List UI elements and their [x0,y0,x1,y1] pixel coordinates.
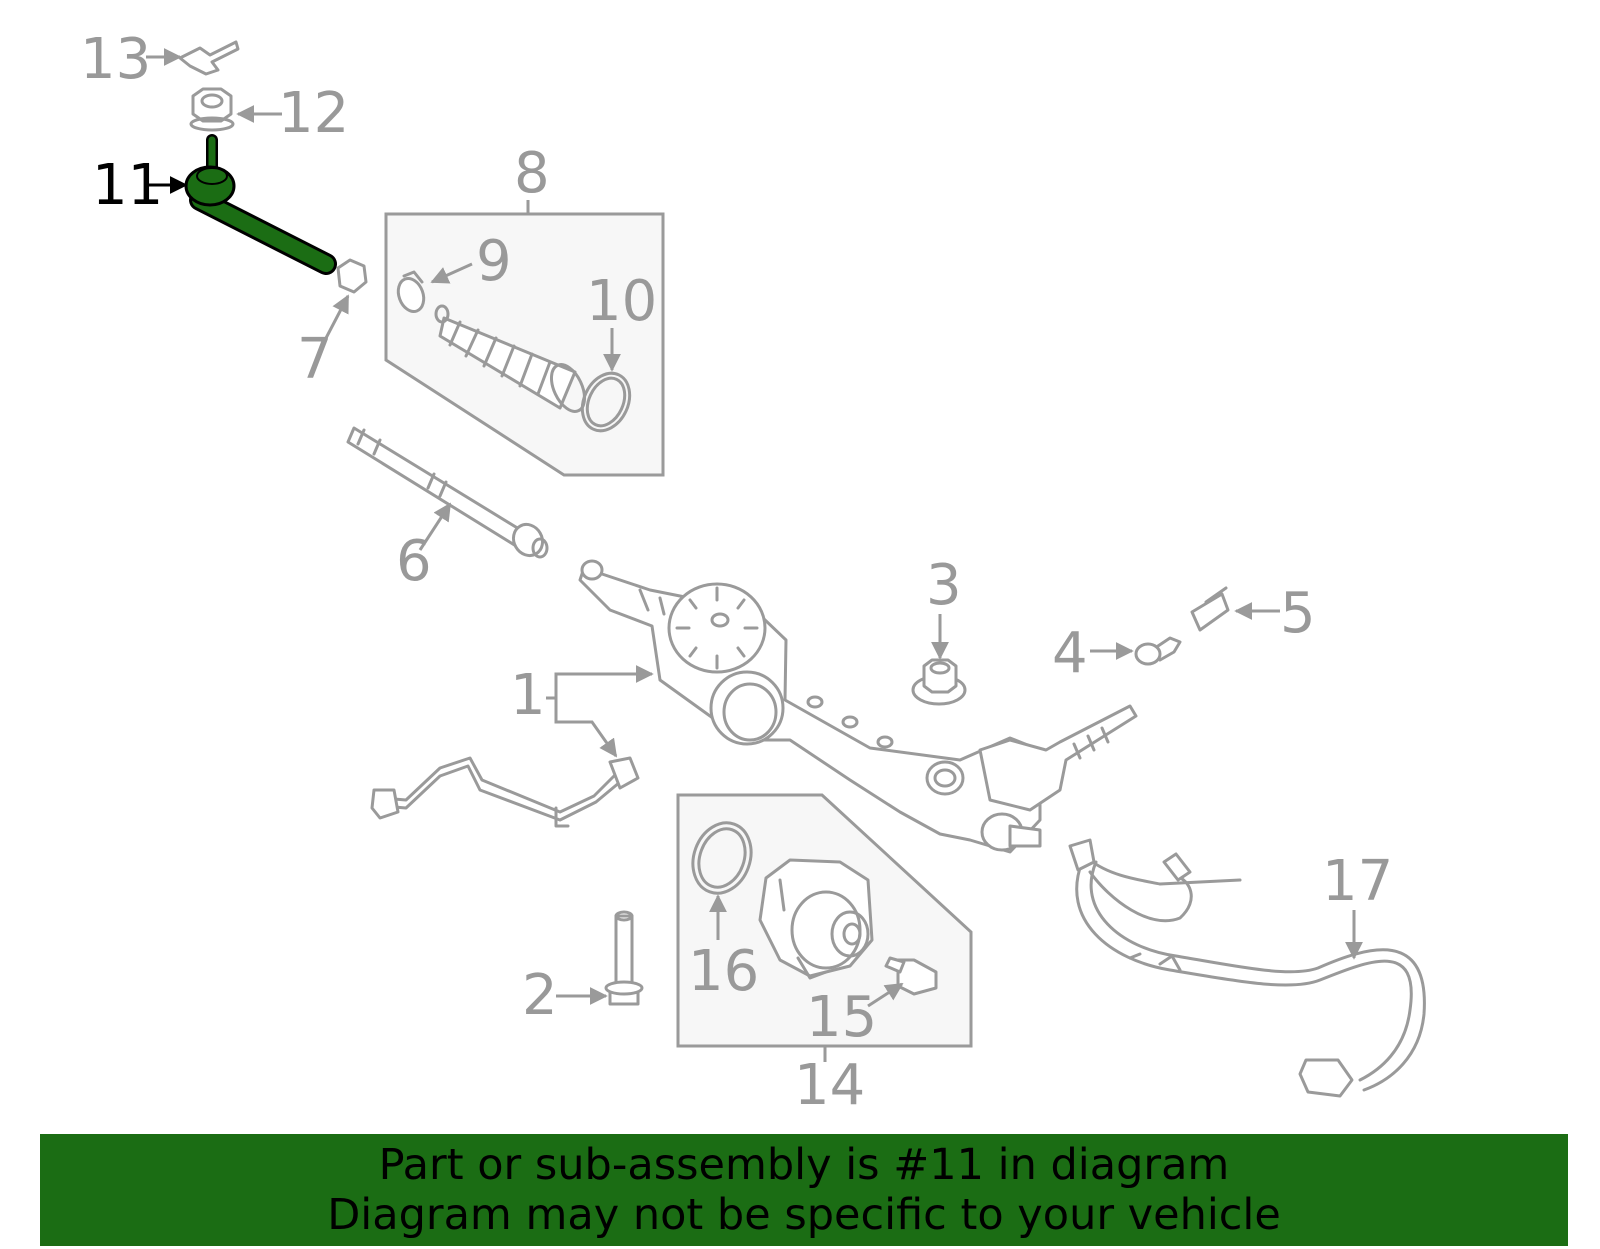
nut-part-12 [189,87,235,132]
bolt-part-2 [604,910,644,1006]
motor-part-14 [758,858,874,980]
cover-part-5 [1190,586,1230,632]
banner-line-2: Diagram may not be specific to your vehi… [327,1190,1281,1240]
callout-17: 17 [1322,849,1393,914]
clip-part-13 [178,40,240,76]
callout-7: 7 [297,327,333,392]
jam-nut-part-7 [336,258,368,294]
callout-9: 9 [476,229,512,294]
ring-part-10-inner [585,376,627,428]
ring-part-10 [580,371,632,433]
o-ring-part-16 [691,821,753,895]
callout-8: 8 [514,141,550,206]
leader-7 [323,294,350,341]
callout-4: 4 [1052,621,1088,686]
leader-6 [418,502,452,551]
callout-3: 3 [926,553,962,618]
callout-13: 13 [80,27,151,92]
steering-gear-part-1 [578,559,1138,854]
callout-1: 1 [510,663,546,728]
callout-10: 10 [586,269,657,334]
inner-tie-rod-part-6 [346,426,549,559]
o-ring-part-16-inner [697,827,747,889]
info-banner: Part or sub-assembly is #11 in diagram D… [40,1134,1568,1246]
clamp-part-9 [396,270,426,313]
callout-14: 14 [794,1053,865,1118]
callout-5: 5 [1280,581,1316,646]
leader-1-lower [554,698,618,758]
flange-nut-part-3 [911,658,967,706]
leader-15 [867,982,904,1008]
bracket-part-4 [1134,636,1182,666]
harness-part-1 [370,756,640,828]
leader-9 [430,262,473,284]
tie-rod-end-part-11 [184,134,337,275]
harness-part-17 [1068,838,1426,1098]
callout-2: 2 [522,963,558,1028]
group-box-8 [384,212,665,477]
banner-line-1: Part or sub-assembly is #11 in diagram [378,1140,1230,1190]
callout-15: 15 [806,985,877,1050]
callout-16: 16 [688,939,759,1004]
callout-6: 6 [396,529,432,594]
callout-11: 11 [92,153,163,218]
boot-part-8 [434,304,587,413]
leader-1-upper [554,665,654,698]
callout-12: 12 [278,81,349,146]
